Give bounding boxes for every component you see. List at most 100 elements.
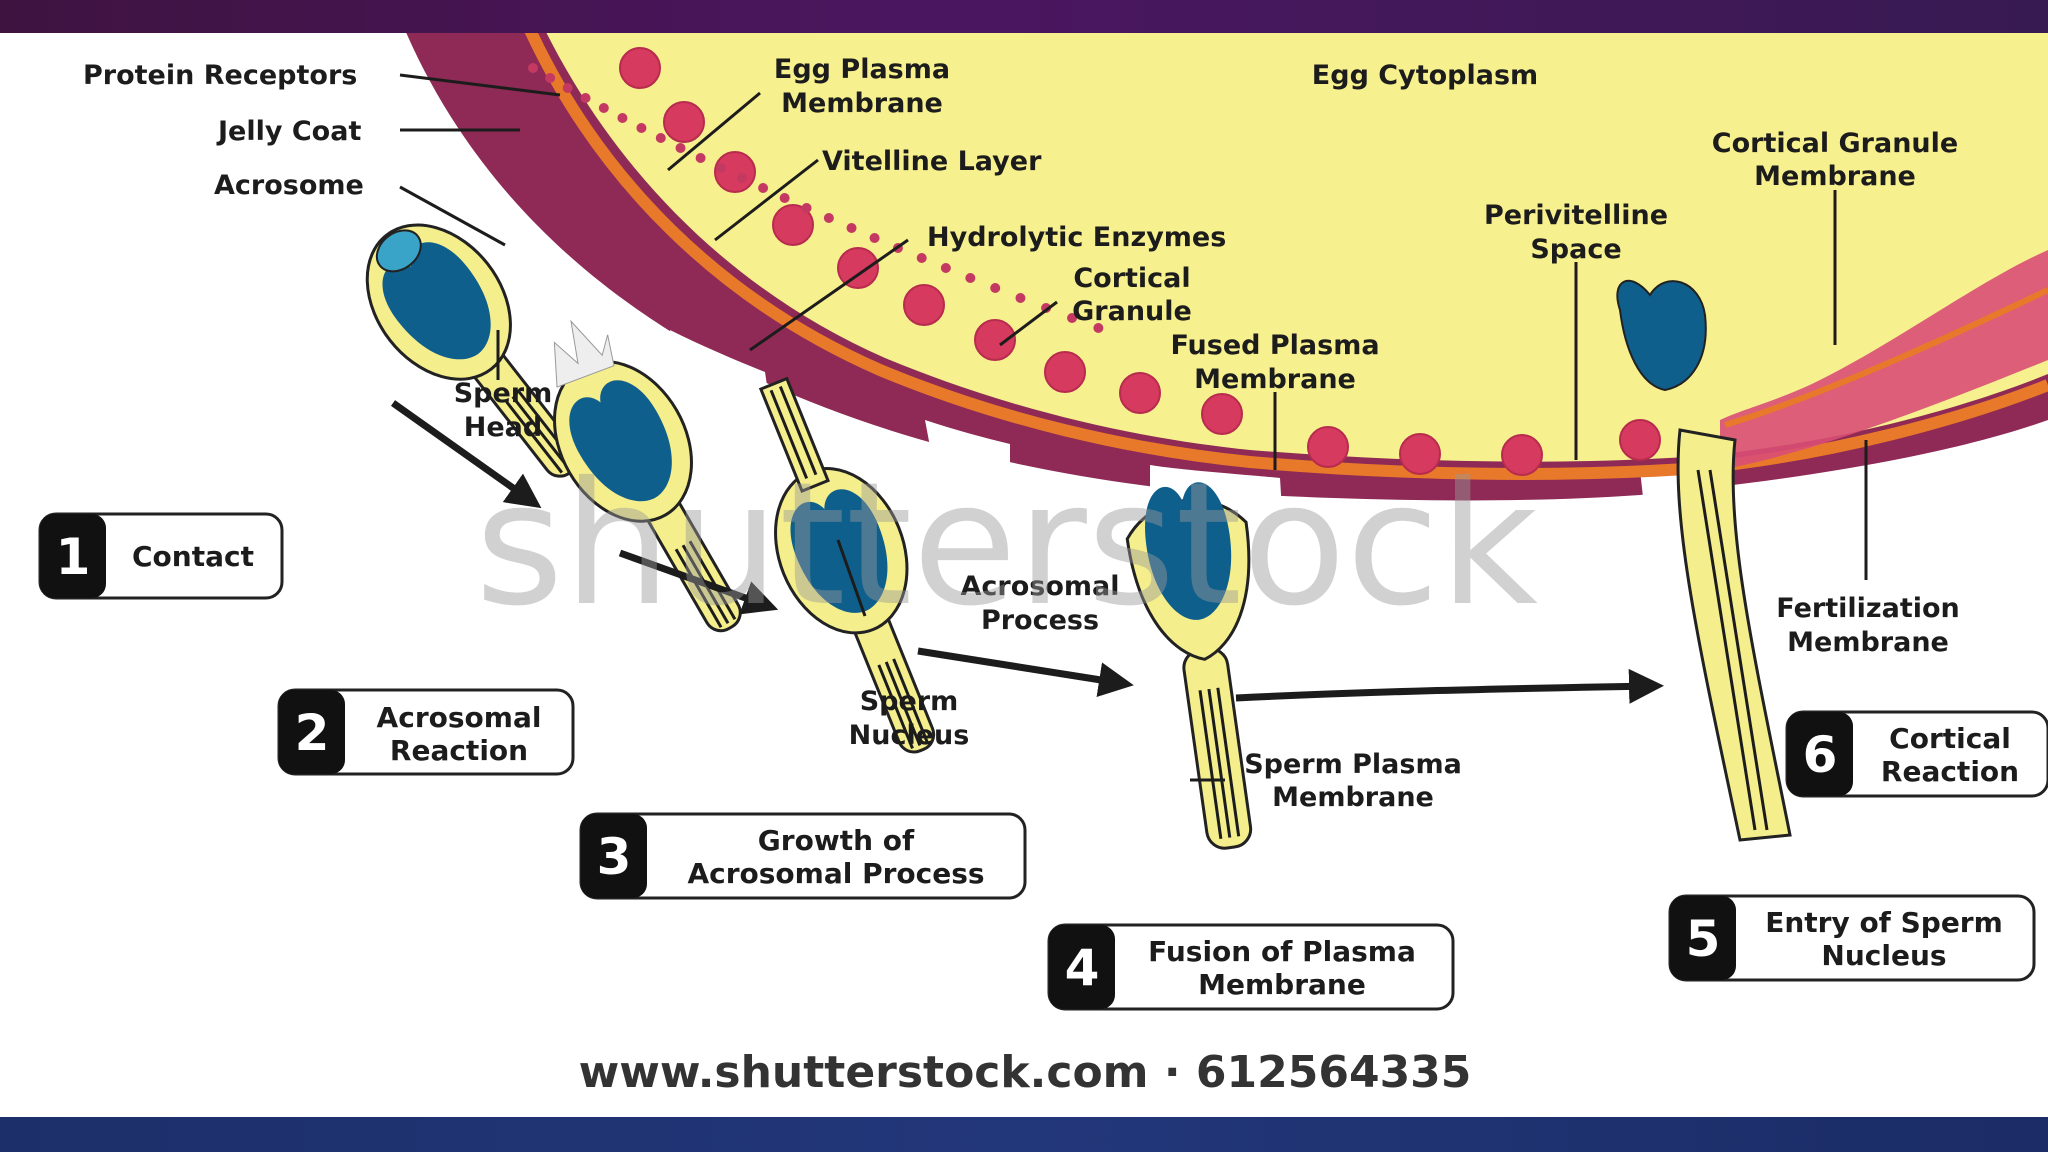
protein-receptor — [716, 163, 727, 173]
cortical-granule — [1399, 433, 1441, 475]
protein-receptor — [758, 183, 769, 193]
label-jelly-coat: Jelly Coat — [216, 116, 361, 147]
step-3-label-line-1: Growth of — [758, 824, 915, 857]
label-fertilization-membrane-1: Fertilization — [1776, 593, 1960, 624]
diagram-labels: Protein Receptors Jelly Coat Acrosome Sp… — [83, 54, 1960, 813]
jelly-gap-2 — [670, 330, 775, 440]
protein-receptor — [617, 113, 628, 123]
step-6-number: 6 — [1803, 726, 1838, 784]
arrow-3-4 — [917, 647, 1134, 697]
label-cortical-granule-1: Cortical — [1073, 263, 1190, 294]
label-perivitelline-space-1: Perivitelline — [1484, 200, 1668, 231]
label-fertilization-membrane-2: Membrane — [1787, 627, 1949, 658]
step-3-number: 3 — [597, 828, 632, 886]
cortical-granule — [1201, 393, 1243, 435]
label-sperm-nucleus-1: Sperm — [860, 686, 959, 717]
label-sperm-plasma-membrane-1: Sperm Plasma — [1244, 749, 1462, 780]
protein-receptor — [655, 133, 666, 143]
protein-receptor — [823, 213, 834, 223]
step-2-number: 2 — [295, 704, 330, 762]
protein-receptor — [528, 63, 538, 73]
label-egg-cytoplasm: Egg Cytoplasm — [1312, 60, 1538, 91]
step-1-label: Contact — [132, 540, 254, 573]
cortical-granule — [663, 101, 705, 143]
protein-receptor — [636, 123, 647, 133]
cortical-granule — [1119, 372, 1161, 414]
protein-receptor — [916, 253, 927, 263]
label-perivitelline-space-2: Space — [1530, 234, 1621, 265]
step-4-box: 4 Fusion of Plasma Membrane — [1047, 923, 1455, 1011]
fertilization-membrane — [1720, 250, 2048, 470]
step-5-label-line-2: Nucleus — [1821, 939, 1946, 972]
step-6-box: 6 Cortical Reaction — [1785, 710, 2048, 798]
step-1-number: 1 — [56, 528, 91, 586]
step-4-label-line-2: Membrane — [1198, 968, 1366, 1001]
hydrolytic-enzymes-burst — [553, 319, 615, 388]
step-2-label-line-1: Acrosomal — [377, 701, 542, 734]
protein-receptor — [846, 223, 857, 233]
protein-receptor — [1067, 313, 1078, 323]
step-5-label-line-1: Entry of Sperm — [1765, 906, 2003, 939]
cortical-granule — [1501, 434, 1543, 476]
cortical-granule — [714, 151, 756, 193]
protein-receptor — [736, 173, 747, 183]
jelly-gap-3 — [925, 420, 1010, 500]
label-acrosomal-process-1: Acrosomal — [961, 571, 1120, 602]
protein-receptor — [1093, 323, 1104, 333]
label-egg-plasma-membrane-2: Membrane — [781, 88, 943, 119]
label-fused-plasma-membrane-1: Fused Plasma — [1170, 330, 1379, 361]
cortical-granule — [974, 319, 1016, 361]
step-4-label-line-1: Fusion of Plasma — [1148, 935, 1416, 968]
cortical-granule-membrane — [1724, 287, 2048, 428]
arrow-4-5 — [1235, 668, 1664, 704]
arrow-1-2 — [390, 400, 542, 509]
arrow-2-3 — [618, 549, 779, 615]
protein-receptor — [580, 93, 591, 103]
protein-receptor — [675, 143, 686, 153]
sperm-nucleus — [382, 242, 491, 360]
label-sperm-plasma-membrane-2: Membrane — [1272, 782, 1434, 813]
cortical-granules — [619, 47, 1661, 476]
label-acrosome: Acrosome — [214, 170, 364, 201]
protein-receptor — [598, 103, 609, 113]
cortical-granule — [837, 247, 879, 289]
sperm-contact — [365, 223, 581, 478]
step-3-box: 3 Growth of Acrosomal Process — [579, 812, 1027, 900]
protein-receptor — [940, 263, 951, 273]
leader-lines — [399, 73, 1868, 782]
sperm-acrosomal-reaction — [553, 319, 742, 633]
step-1-box: 1 Contact — [38, 512, 284, 600]
label-protein-receptors: Protein Receptors — [83, 60, 357, 91]
label-hydrolytic-enzymes: Hydrolytic Enzymes — [927, 222, 1226, 253]
label-cortical-granule-membrane-2: Membrane — [1754, 161, 1916, 192]
label-sperm-head-2: Head — [464, 412, 542, 443]
acrosome — [375, 229, 422, 273]
protein-receptor — [801, 203, 812, 213]
cortical-granule — [1307, 426, 1349, 468]
label-sperm-head-1: Sperm — [454, 378, 553, 409]
process-arrows — [390, 400, 1664, 704]
slide-bottom-bar — [0, 1117, 2048, 1152]
protein-receptor — [695, 153, 706, 163]
label-acrosomal-process-2: Process — [981, 605, 1099, 636]
vitelline-layer — [524, 33, 2048, 480]
sperm-nucleus-inside-egg — [1616, 279, 1707, 392]
protein-receptor — [965, 273, 976, 283]
label-cortical-granule-2: Granule — [1072, 296, 1192, 327]
cortical-granule — [619, 47, 661, 89]
protein-receptor — [990, 283, 1001, 293]
sperm-entry — [1616, 279, 1792, 842]
label-egg-plasma-membrane-1: Egg Plasma — [774, 54, 950, 85]
step-5-box: 5 Entry of Sperm Nucleus — [1668, 894, 2036, 982]
step-2-box: 2 Acrosomal Reaction — [277, 688, 575, 776]
protein-receptor — [562, 83, 573, 93]
step-5-number: 5 — [1686, 910, 1721, 968]
protein-receptor — [545, 73, 556, 83]
protein-receptor — [869, 233, 880, 243]
step-3-label-line-2: Acrosomal Process — [687, 857, 984, 890]
protein-receptor — [779, 193, 790, 203]
shutterstock-watermark: shutterstock — [475, 446, 1538, 644]
protein-receptor — [1015, 293, 1026, 303]
